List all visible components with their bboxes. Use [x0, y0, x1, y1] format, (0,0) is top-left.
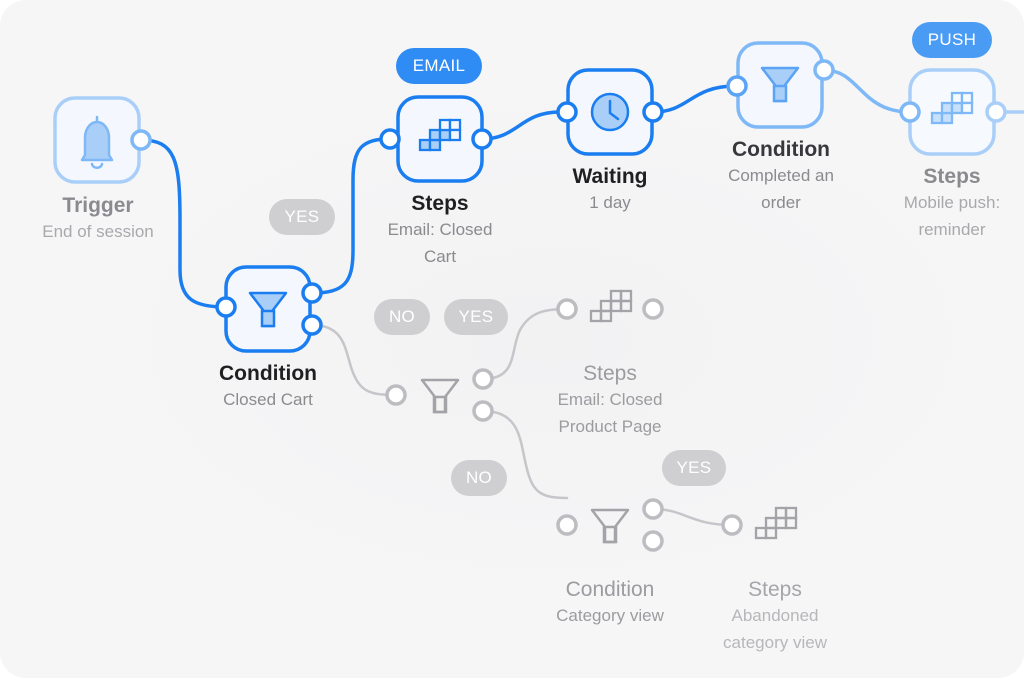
no-port[interactable] — [301, 314, 323, 336]
canvas-glow — [60, 60, 1024, 620]
node-subtitle: Abandoned — [731, 606, 819, 625]
node-title: Steps — [411, 192, 469, 215]
node-title: Condition — [565, 578, 655, 601]
node-steps-abandoned-category[interactable] — [721, 506, 798, 540]
blocks-icon — [418, 118, 462, 152]
caption-trigger: Trigger End of session — [42, 194, 154, 245]
caption-steps-mobile-push: Steps Mobile push: reminder — [904, 165, 1000, 243]
node-subtitle: Closed Cart — [223, 390, 313, 409]
output-port[interactable] — [130, 129, 152, 151]
funnel-icon — [760, 66, 800, 103]
input-port[interactable] — [556, 101, 578, 123]
caption-steps-email-product-page: Steps Email: Closed Product Page — [558, 362, 663, 440]
node-steps-email-product-page[interactable] — [556, 289, 664, 323]
connector-sub-condition-yes-to-steps — [481, 307, 569, 381]
node-trigger[interactable] — [53, 96, 152, 184]
connector-condition-no-to-sub-condition — [310, 323, 398, 397]
input-port[interactable] — [379, 128, 401, 150]
node-condition-closed-cart[interactable] — [215, 265, 323, 353]
node-subtitle: reminder — [918, 220, 986, 239]
node-title: Waiting — [572, 165, 648, 188]
node-subtitle: category view — [723, 633, 827, 652]
yes-port[interactable] — [301, 282, 323, 304]
node-subtitle: order — [761, 193, 801, 212]
connector-condition-to-push — [822, 68, 912, 114]
output-port[interactable] — [985, 101, 1007, 123]
branch-yes-label: YES — [269, 199, 335, 235]
node-subtitle: Mobile push: — [903, 193, 1001, 212]
funnel-icon — [590, 508, 630, 544]
node-subtitle: Completed an — [728, 166, 834, 185]
caption-condition-completed-order: Condition Completed an order — [728, 138, 834, 216]
clock-icon — [590, 92, 630, 132]
node-title: Condition — [732, 138, 830, 161]
connector-condition-yes-to-steps — [310, 137, 392, 295]
branch-yes-label: YES — [662, 450, 726, 486]
output-port[interactable] — [471, 128, 493, 150]
push-badge: PUSH — [912, 22, 992, 58]
node-subtitle: Email: Closed — [557, 390, 663, 409]
node-subtitle: 1 day — [589, 193, 631, 212]
node-subtitle: End of session — [42, 222, 154, 241]
branch-no-label: NO — [451, 460, 507, 496]
branch-yes-label: YES — [444, 299, 508, 335]
input-port[interactable] — [556, 298, 578, 320]
email-badge: EMAIL — [396, 48, 482, 84]
output-port[interactable] — [642, 101, 664, 123]
connector-steps-to-waiting — [480, 110, 562, 141]
yes-port[interactable] — [472, 368, 494, 390]
node-title: Condition — [219, 362, 317, 385]
no-port[interactable] — [472, 400, 494, 422]
connector-trigger-to-condition — [139, 138, 228, 309]
caption-condition-category-view: Condition Category view — [556, 578, 664, 629]
input-port[interactable] — [726, 75, 748, 97]
node-steps-mobile-push[interactable] — [899, 68, 1007, 156]
node-title: Steps — [748, 578, 802, 601]
node-waiting[interactable] — [556, 68, 664, 156]
connector-sub-condition-no-to-category — [481, 409, 569, 500]
node-subtitle: Category view — [556, 606, 664, 625]
node-condition-completed-order[interactable] — [726, 41, 835, 129]
node-title: Steps — [583, 362, 637, 385]
blocks-icon — [930, 91, 974, 125]
input-port[interactable] — [721, 514, 743, 536]
caption-steps-email-closed-cart: Steps Email: Closed Cart — [388, 192, 493, 270]
blocks-icon — [589, 289, 633, 323]
node-title: Steps — [923, 165, 981, 188]
connector-waiting-to-condition — [651, 84, 738, 114]
node-steps-email-closed-cart[interactable] — [379, 95, 493, 183]
no-port[interactable] — [642, 530, 664, 552]
node-condition-sub[interactable] — [385, 368, 494, 422]
connector-category-yes-to-steps — [651, 507, 734, 527]
node-subtitle: Email: Closed — [387, 220, 493, 239]
input-port[interactable] — [556, 514, 578, 536]
funnel-icon — [248, 291, 288, 328]
input-port[interactable] — [899, 101, 921, 123]
caption-steps-abandoned-category: Steps Abandoned category view — [723, 578, 827, 656]
node-condition-category-view[interactable] — [556, 498, 664, 552]
caption-waiting: Waiting 1 day — [572, 165, 647, 216]
caption-condition-closed-cart: Condition Closed Cart — [219, 362, 317, 413]
blocks-icon — [754, 506, 798, 540]
node-title: Trigger — [62, 194, 134, 217]
branch-no-label: NO — [374, 299, 430, 335]
yes-port[interactable] — [813, 59, 835, 81]
funnel-icon — [420, 378, 460, 414]
node-subtitle: Cart — [423, 247, 457, 266]
input-port[interactable] — [215, 296, 237, 318]
output-port[interactable] — [642, 298, 664, 320]
input-port[interactable] — [385, 384, 407, 406]
yes-port[interactable] — [642, 498, 664, 520]
node-subtitle: Product Page — [558, 417, 662, 436]
bell-icon — [80, 115, 114, 169]
